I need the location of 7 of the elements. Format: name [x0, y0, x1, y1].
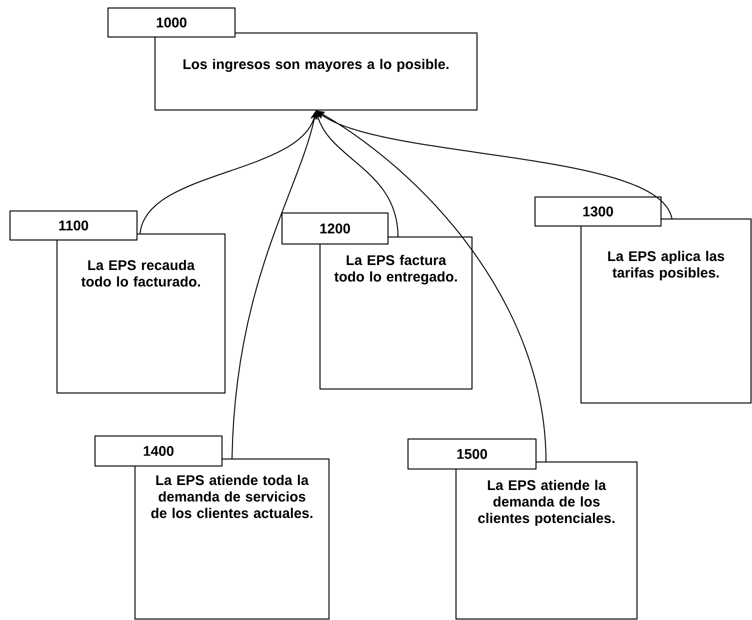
number-tab: 1300	[534, 196, 662, 226]
number-tab: 1100	[10, 210, 138, 240]
number-tab: 1500	[408, 438, 536, 470]
statement-box: Los ingresos son mayores a lo posible.	[154, 32, 478, 110]
number-tab: 1400	[94, 436, 222, 466]
number-tab: 1200	[282, 212, 388, 244]
number-tab: 1000	[108, 8, 236, 38]
